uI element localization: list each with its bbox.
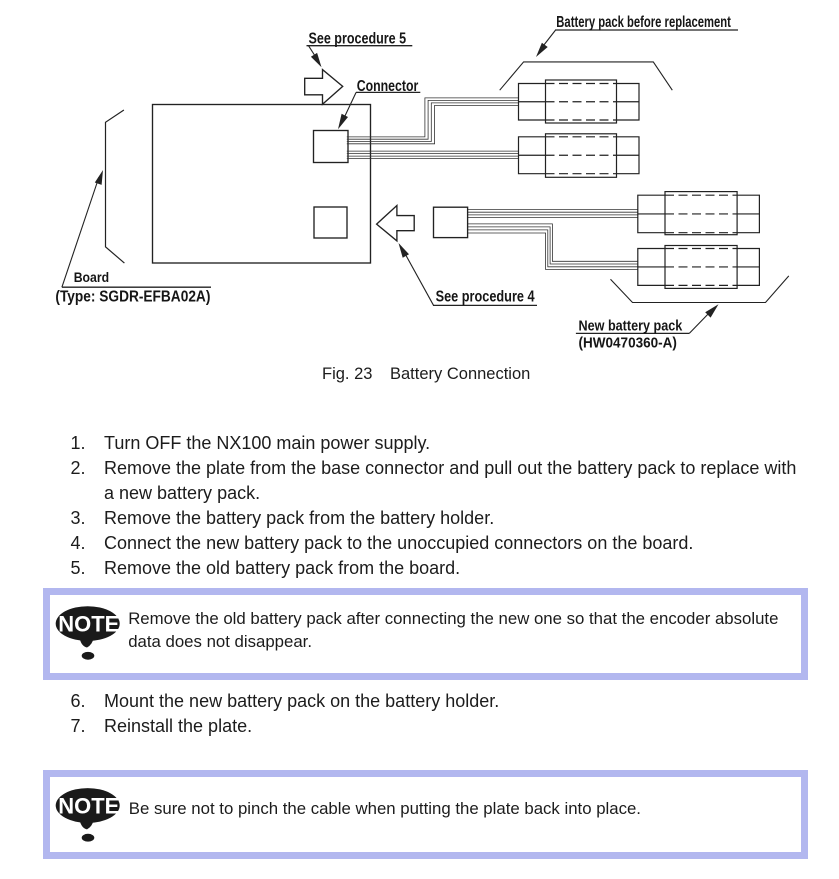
svg-text:NOTE: NOTE [58, 612, 119, 637]
svg-text:(HW0470360-A): (HW0470360-A) [579, 335, 678, 351]
svg-text:New battery pack: New battery pack [579, 318, 684, 334]
svg-text:See procedure 4: See procedure 4 [436, 289, 535, 306]
svg-text:Battery pack before replacemen: Battery pack before replacement [556, 14, 731, 31]
svg-text:(Type: SGDR-EFBA02A): (Type: SGDR-EFBA02A) [55, 288, 210, 305]
svg-text:Board: Board [74, 270, 109, 285]
svg-text:See procedure 5: See procedure 5 [309, 30, 407, 47]
svg-text:Connector: Connector [357, 78, 419, 95]
svg-text:NOTE: NOTE [58, 794, 119, 819]
